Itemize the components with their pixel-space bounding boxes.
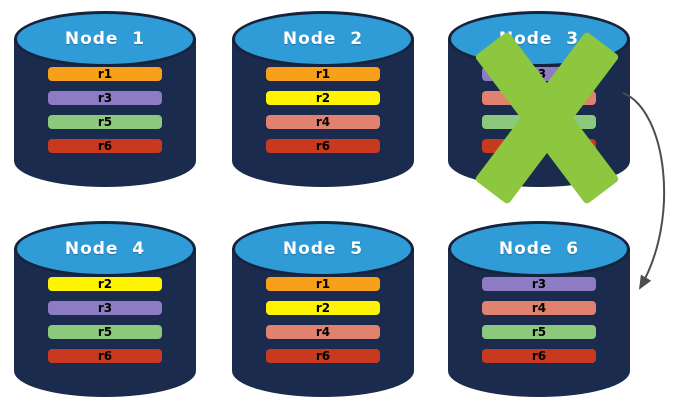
replica-list: r3 r4 r5 r6 [448,277,630,373]
node-5: Node 5 r1 r2 r4 r6 [232,219,414,397]
replica-bar: r6 [48,349,162,363]
replica-bar: r3 [482,277,596,291]
replica-bar: r2 [266,301,380,315]
replica-bar: r1 [266,277,380,291]
replica-bar: r5 [482,115,596,129]
cylinder-top: Node 6 [448,221,630,277]
cylinder-top: Node 2 [232,11,414,67]
replica-bar: r6 [482,139,596,153]
replica-bar: r6 [266,349,380,363]
node-title: Node 4 [64,239,146,259]
replica-bar: r2 [48,277,162,291]
replica-bar: r5 [48,325,162,339]
replica-bar: r4 [266,115,380,129]
replica-bar: r5 [48,115,162,129]
node-title: Node 5 [282,239,364,259]
node-title: Node 6 [498,239,580,259]
replica-bar: r6 [266,139,380,153]
replica-list: r3 r4 r5 r6 [448,67,630,163]
replica-bar: r2 [266,91,380,105]
replica-bar: r4 [266,325,380,339]
replica-bar: r6 [482,349,596,363]
replica-bar: r6 [48,139,162,153]
node-2: Node 2 r1 r2 r4 r6 [232,9,414,187]
replica-list: r1 r2 r4 r6 [232,67,414,163]
node-4: Node 4 r2 r3 r5 r6 [14,219,196,397]
replica-list: r1 r3 r5 r6 [14,67,196,163]
replica-bar: r3 [48,301,162,315]
cylinder-top: Node 3 [448,11,630,67]
node-title: Node 2 [282,29,364,49]
replica-list: r2 r3 r5 r6 [14,277,196,373]
replica-bar: r1 [48,67,162,81]
cylinder-top: Node 4 [14,221,196,277]
replica-bar: r1 [266,67,380,81]
node-title: Node 1 [64,29,146,49]
node-6: Node 6 r3 r4 r5 r6 [448,219,630,397]
node-3: Node 3 r3 r4 r5 r6 [448,9,630,187]
cylinder-top: Node 5 [232,221,414,277]
replica-bar: r4 [482,301,596,315]
replica-bar: r3 [48,91,162,105]
replica-bar: r5 [482,325,596,339]
node-title: Node 3 [498,29,580,49]
replica-bar: r4 [482,91,596,105]
cylinder-top: Node 1 [14,11,196,67]
node-1: Node 1 r1 r3 r5 r6 [14,9,196,187]
replica-list: r1 r2 r4 r6 [232,277,414,373]
replica-bar: r3 [482,67,596,81]
